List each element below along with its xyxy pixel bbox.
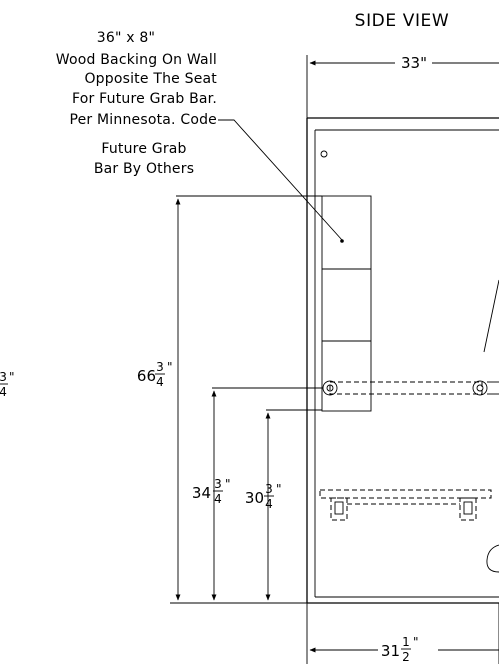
- h66-whole: 66: [137, 367, 156, 385]
- h30-num: 3: [265, 482, 273, 496]
- bottom-width-den: 2: [402, 650, 410, 664]
- h66-den: 4: [156, 375, 164, 389]
- h66-unit: ": [167, 360, 173, 374]
- screw-icon: [320, 150, 328, 158]
- left-partial-unit: ": [9, 370, 15, 384]
- grab-bar-flange-right-icon: [472, 380, 488, 396]
- bottom-width-num: 1: [402, 635, 410, 649]
- left-partial-dimension: 3 4 ": [0, 370, 15, 399]
- wood-backing-hatch: [321, 195, 372, 412]
- left-partial-num: 3: [0, 370, 7, 384]
- backing-size-label: 36" x 8": [97, 30, 155, 46]
- top-width-label: 33": [401, 54, 427, 72]
- bottom-width-dimension: 31 1 2 ": [306, 603, 499, 664]
- backing-note-line-3: For Future Grab Bar.: [72, 91, 217, 107]
- wood-backing: [321, 195, 372, 412]
- h34-unit: ": [225, 477, 231, 491]
- extension-lines: [170, 195, 323, 604]
- backing-note-line-2: Opposite The Seat: [84, 71, 217, 87]
- grab-bar-note-line-2: Bar By Others: [94, 161, 194, 177]
- h34-num: 3: [214, 477, 222, 491]
- h34-den: 4: [214, 492, 222, 506]
- bottom-width-whole: 31: [381, 642, 400, 660]
- view-title: SIDE VIEW: [355, 11, 450, 31]
- left-partial-den: 4: [0, 385, 7, 399]
- h30-unit: ": [276, 482, 282, 496]
- h66-num: 3: [156, 360, 164, 374]
- height-dimension-66: 66 3 4 ": [137, 198, 181, 601]
- h34-whole: 34: [192, 484, 211, 502]
- bottom-width-unit: ": [413, 635, 419, 649]
- grab-bar-note-line-1: Future Grab: [101, 141, 186, 157]
- backing-note-line-4: Per Minnesota. Code: [69, 112, 217, 128]
- backing-leader-line: [218, 119, 343, 241]
- cabinet-outline: [306, 117, 499, 604]
- height-dimension-34: 34 3 4 ": [192, 390, 231, 601]
- grab-bar: [322, 380, 499, 396]
- seat: [319, 489, 492, 521]
- backing-note: 36" x 8" Wood Backing On Wall Opposite T…: [56, 30, 344, 243]
- h30-den: 4: [265, 497, 273, 511]
- grab-bar-note: Future Grab Bar By Others: [94, 141, 194, 177]
- height-dimension-30: 30 3 4 ": [245, 412, 282, 601]
- backing-note-line-1: Wood Backing On Wall: [56, 52, 217, 68]
- backing-leader-dot: [340, 239, 344, 243]
- top-width-dimension: 33": [306, 54, 499, 118]
- h30-whole: 30: [245, 489, 264, 507]
